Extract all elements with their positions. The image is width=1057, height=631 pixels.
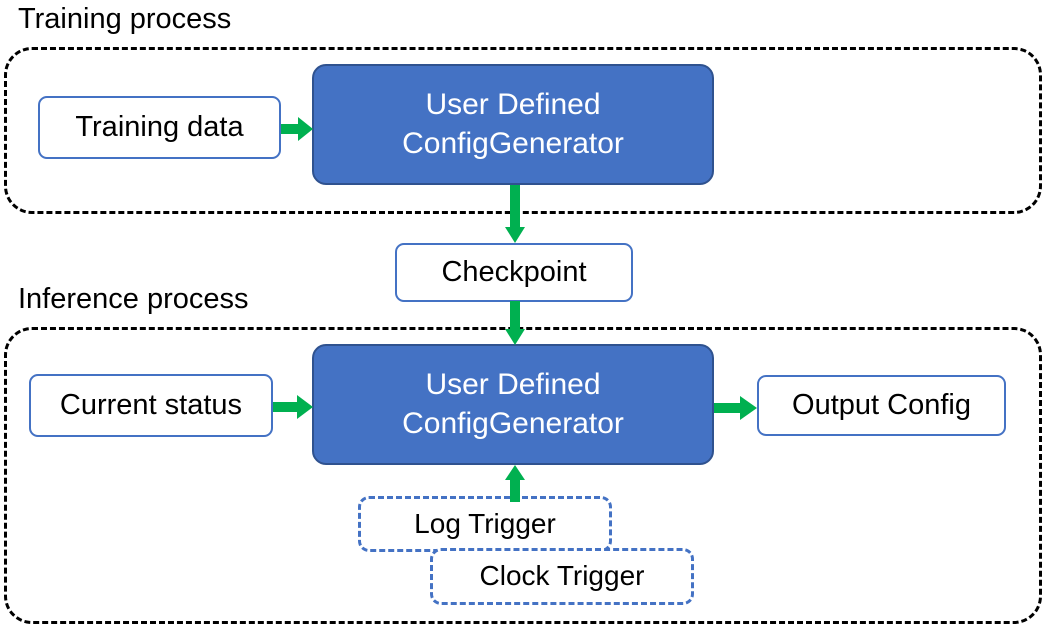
node-checkpoint-label: Checkpoint <box>441 255 587 288</box>
node-output-config-label: Output Config <box>792 388 971 421</box>
node-generator-inference-line1: User Defined <box>425 368 601 402</box>
node-user-defined-configgenerator-inference[interactable]: User Defined ConfigGenerator <box>312 344 714 465</box>
arrow-training-data-to-generator-icon <box>281 112 314 146</box>
inference-process-label: Inference process <box>18 283 249 315</box>
training-process-label: Training process <box>18 3 232 35</box>
node-user-defined-configgenerator-training[interactable]: User Defined ConfigGenerator <box>312 64 714 185</box>
arrow-generator-to-checkpoint-icon <box>504 185 526 245</box>
arrow-generator-to-output-config-icon <box>714 391 758 425</box>
node-generator-training-line1: User Defined <box>425 88 601 122</box>
node-generator-training-line2: ConfigGenerator <box>402 126 624 160</box>
node-clock-trigger[interactable]: Clock Trigger <box>430 548 694 605</box>
training-process-container <box>4 47 1042 214</box>
node-current-status[interactable]: Current status <box>29 374 273 437</box>
node-clock-trigger-label: Clock Trigger <box>479 560 645 592</box>
node-training-data-label: Training data <box>75 110 244 143</box>
arrow-current-status-to-generator-icon <box>273 390 314 424</box>
node-training-data[interactable]: Training data <box>38 96 281 159</box>
arrow-trigger-to-generator-icon <box>504 465 526 503</box>
node-log-trigger[interactable]: Log Trigger <box>358 496 612 552</box>
node-checkpoint[interactable]: Checkpoint <box>395 243 633 302</box>
node-output-config[interactable]: Output Config <box>757 375 1006 436</box>
node-current-status-label: Current status <box>59 388 243 421</box>
node-log-trigger-label: Log Trigger <box>414 507 556 539</box>
node-generator-inference-line2: ConfigGenerator <box>402 406 624 440</box>
arrow-checkpoint-to-generator-icon <box>504 301 526 347</box>
inference-process-container <box>4 327 1042 624</box>
